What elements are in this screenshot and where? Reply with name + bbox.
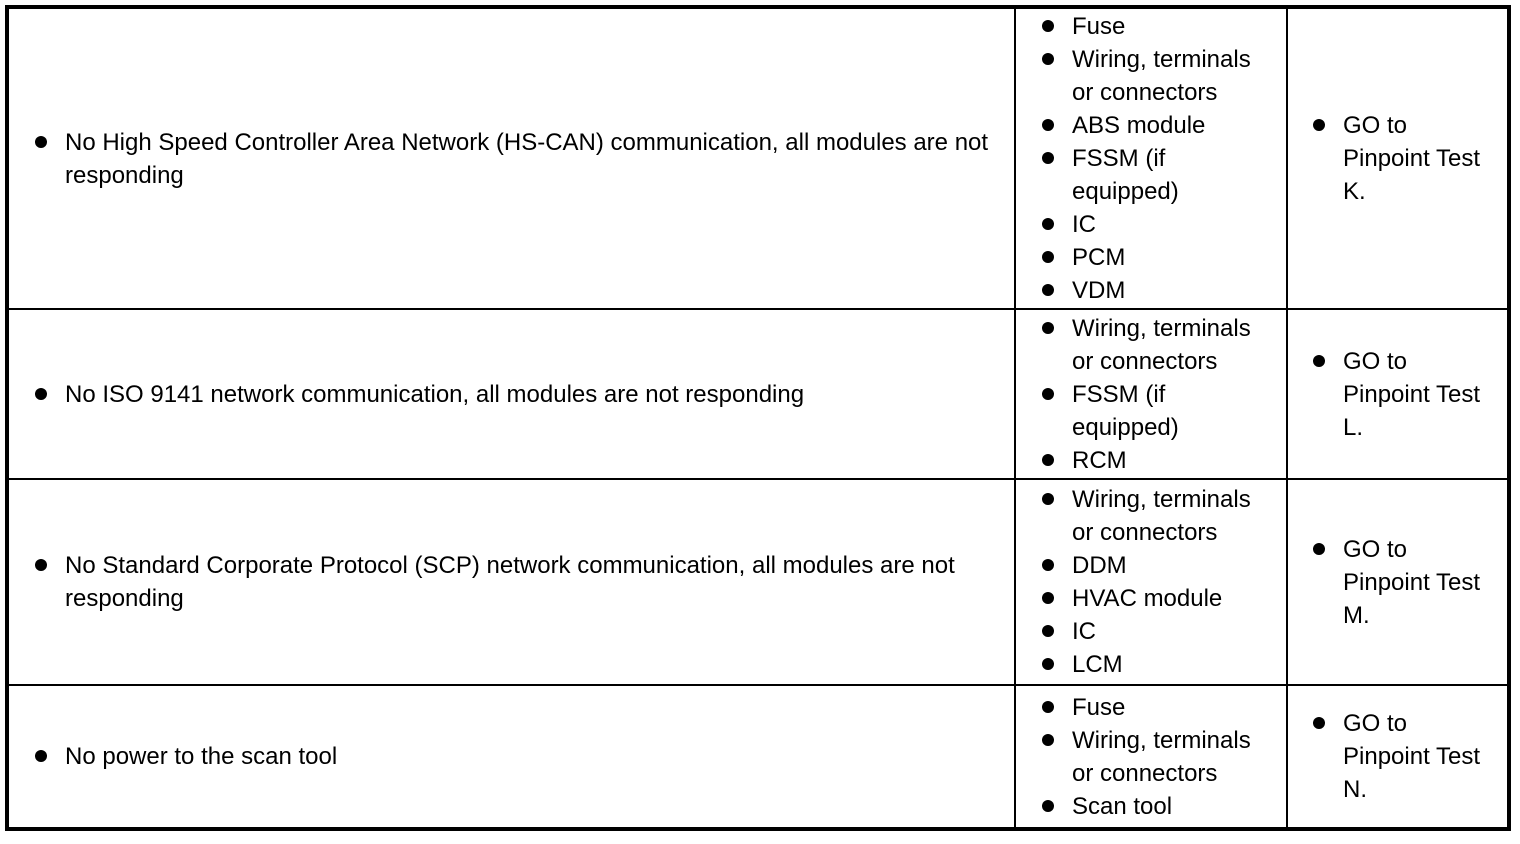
possible-source-item: VDM <box>1042 274 1272 307</box>
possible-source-item: ABS module <box>1042 109 1272 142</box>
action-item: GO to Pinpoint Test K. <box>1313 109 1499 208</box>
action-item: GO to Pinpoint Test N. <box>1313 707 1499 806</box>
symptom-cell-list: No Standard Corporate Protocol (SCP) net… <box>35 549 1002 615</box>
symptom-item: No High Speed Controller Area Network (H… <box>35 126 1002 192</box>
action-item: GO to Pinpoint Test L. <box>1313 345 1499 444</box>
possible-source-item: Wiring, terminals or connectors <box>1042 312 1272 378</box>
possible-source-item: Fuse <box>1042 691 1272 724</box>
symptom-cell: No ISO 9141 network communication, all m… <box>6 308 1016 480</box>
possible-source-item: Scan tool <box>1042 790 1272 823</box>
possible-source-item: IC <box>1042 615 1272 648</box>
symptom-cell-list: No power to the scan tool <box>35 740 1002 773</box>
symptom-cell-list: No ISO 9141 network communication, all m… <box>35 378 1002 411</box>
symptom-item: No power to the scan tool <box>35 740 1002 773</box>
action-cell: GO to Pinpoint Test K. <box>1286 6 1510 310</box>
symptom-table-body: No High Speed Controller Area Network (H… <box>6 6 1510 830</box>
symptom-cell: No power to the scan tool <box>6 684 1016 830</box>
symptom-cell: No Standard Corporate Protocol (SCP) net… <box>6 478 1016 686</box>
possible-source-item: LCM <box>1042 648 1272 681</box>
possible-source-item: RCM <box>1042 444 1272 477</box>
possible-source-item: Wiring, terminals or connectors <box>1042 724 1272 790</box>
action-cell: GO to Pinpoint Test N. <box>1286 684 1510 830</box>
action-cell-list: GO to Pinpoint Test L. <box>1313 345 1499 444</box>
action-cell-list: GO to Pinpoint Test N. <box>1313 707 1499 806</box>
possible-source-item: PCM <box>1042 241 1272 274</box>
action-item: GO to Pinpoint Test M. <box>1313 533 1499 632</box>
possible-source-item: IC <box>1042 208 1272 241</box>
action-cell-list: GO to Pinpoint Test K. <box>1313 109 1499 208</box>
symptom-item: No ISO 9141 network communication, all m… <box>35 378 1002 411</box>
possible-source-item: Fuse <box>1042 10 1272 43</box>
action-cell: GO to Pinpoint Test L. <box>1286 308 1510 480</box>
symptom-cell: No High Speed Controller Area Network (H… <box>6 6 1016 310</box>
table-row: No ISO 9141 network communication, all m… <box>6 308 1510 480</box>
action-cell-list: GO to Pinpoint Test M. <box>1313 533 1499 632</box>
possible-source-item: HVAC module <box>1042 582 1272 615</box>
table-row: No High Speed Controller Area Network (H… <box>6 6 1510 310</box>
possible-source-item: DDM <box>1042 549 1272 582</box>
table-row: No Standard Corporate Protocol (SCP) net… <box>6 478 1510 686</box>
action-cell: GO to Pinpoint Test M. <box>1286 478 1510 686</box>
symptom-cell-list: No High Speed Controller Area Network (H… <box>35 126 1002 192</box>
possible-source-item: Wiring, terminals or connectors <box>1042 483 1272 549</box>
possible-source-item: FSSM (if equipped) <box>1042 142 1272 208</box>
possible-source-item: FSSM (if equipped) <box>1042 378 1272 444</box>
symptom-item: No Standard Corporate Protocol (SCP) net… <box>35 549 1002 615</box>
symptom-chart-table: No High Speed Controller Area Network (H… <box>5 5 1511 831</box>
possible-source-item: Wiring, terminals or connectors <box>1042 43 1272 109</box>
